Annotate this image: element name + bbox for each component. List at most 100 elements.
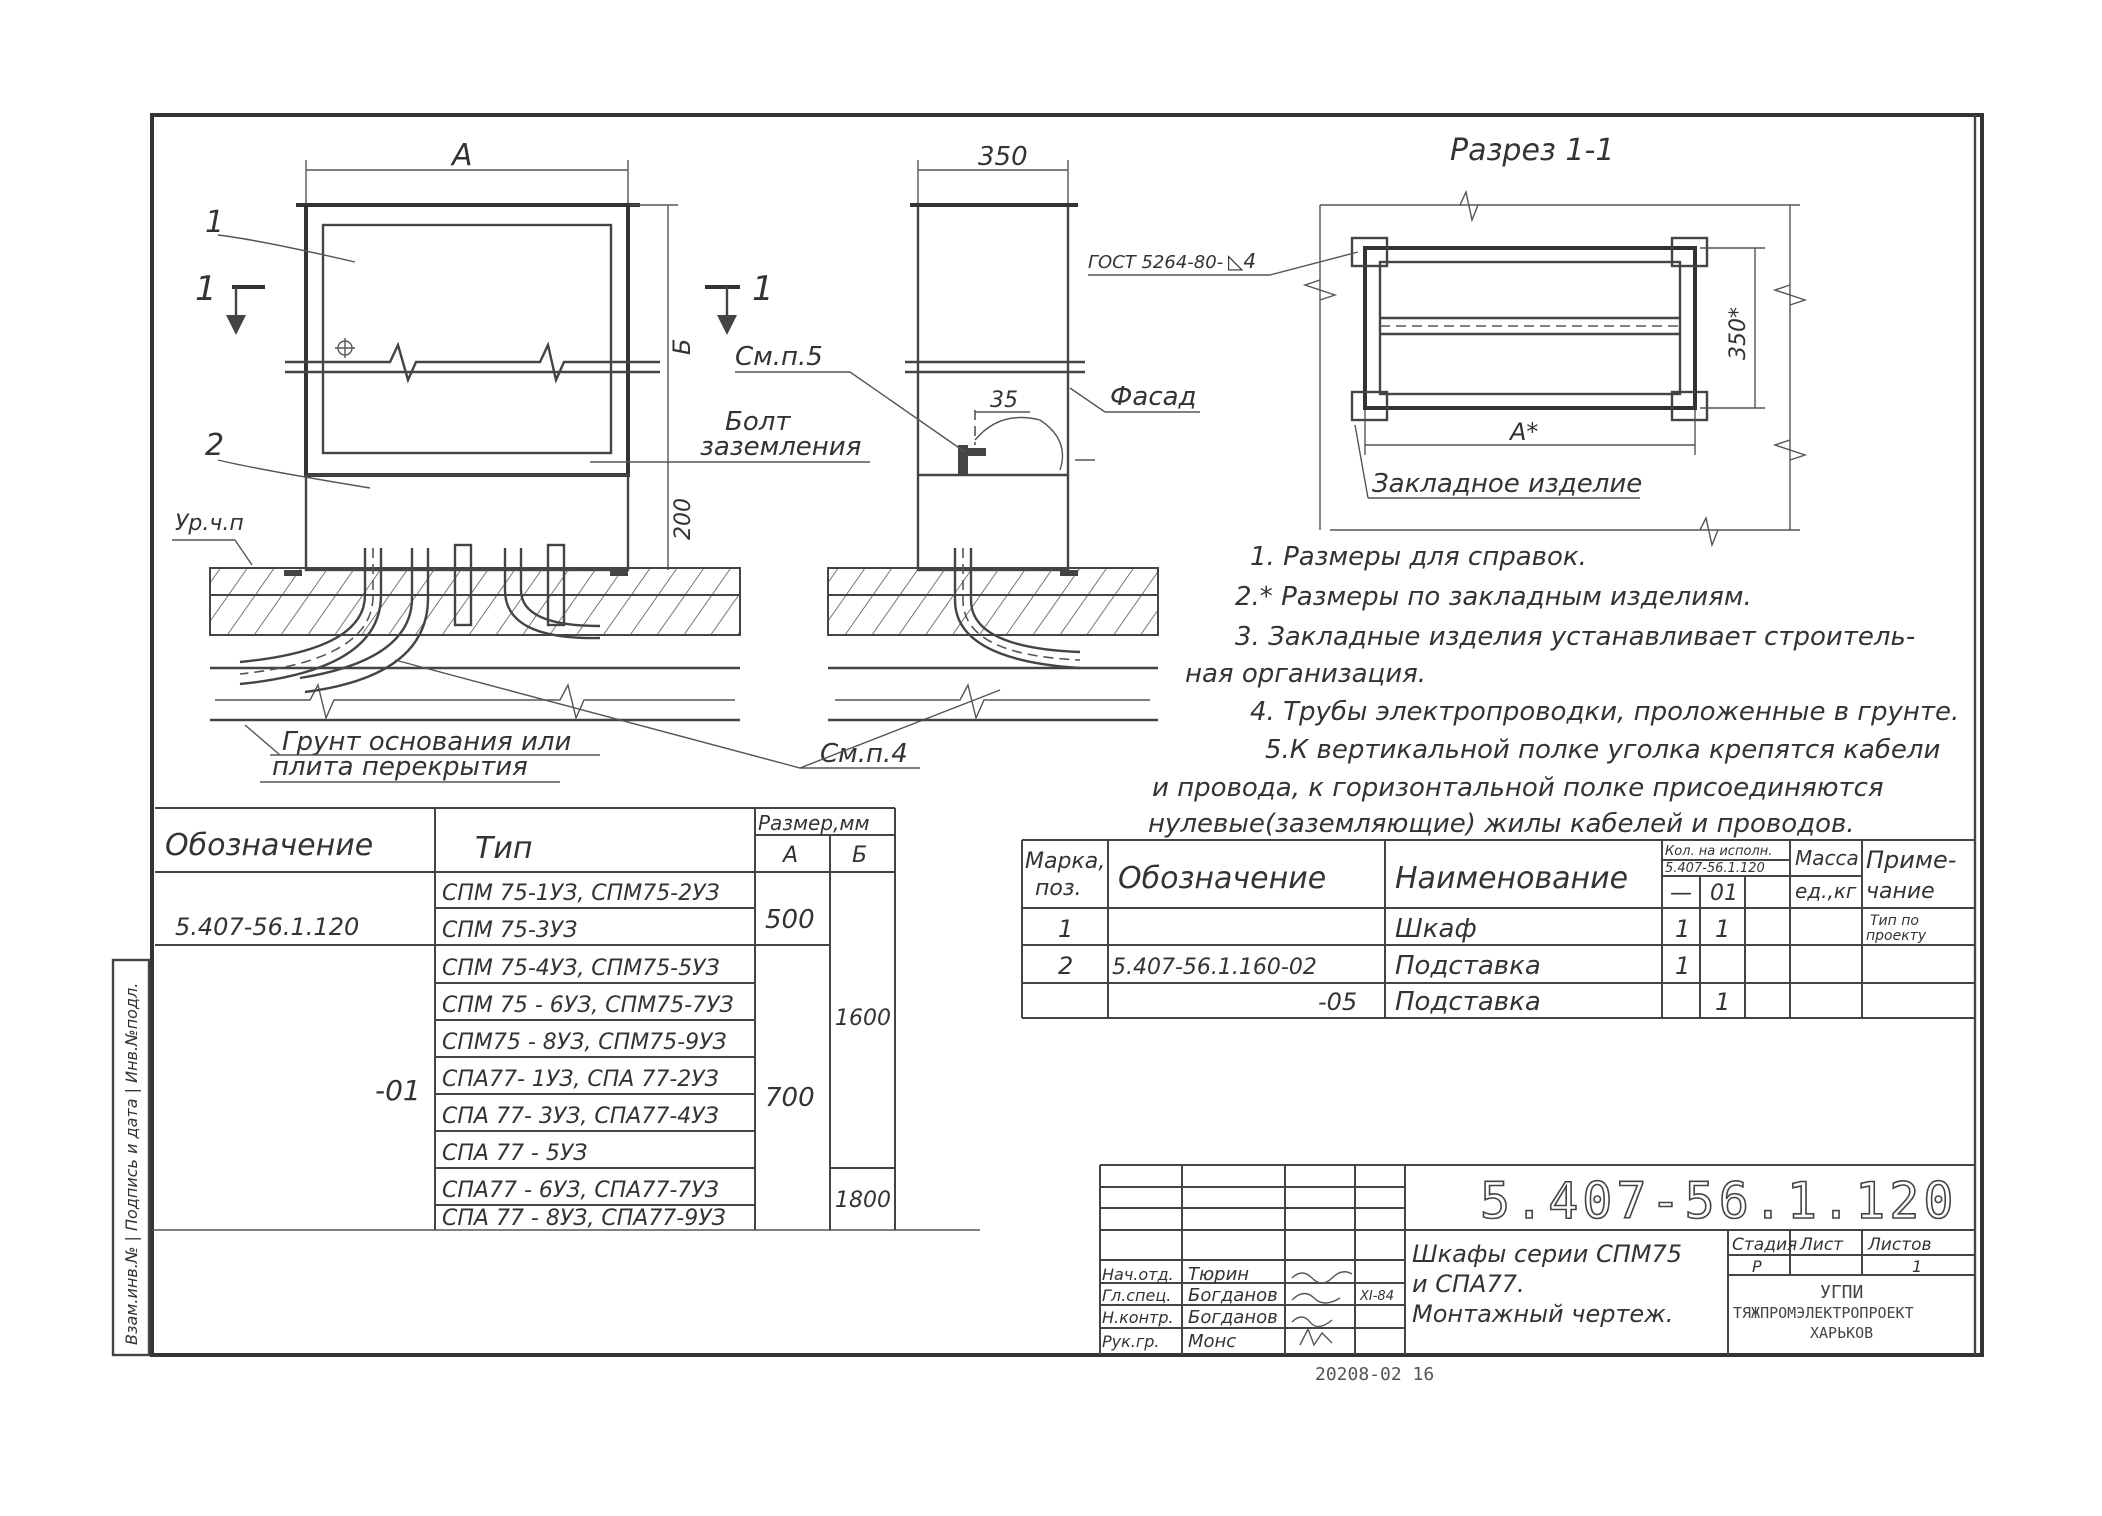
- soil-label-line2: плита перекрытия: [272, 752, 528, 782]
- person: Монс: [1188, 1331, 1236, 1352]
- spec-header-qty-01: 01: [1710, 881, 1738, 906]
- pos-1-label: 1: [205, 205, 224, 240]
- grounding-label: заземления: [700, 432, 861, 462]
- sheets-value: 1: [1912, 1257, 1922, 1276]
- note-5: 5.К вертикальной полке уголка крепятся к…: [1265, 735, 1940, 765]
- doc-title-line3: Монтажный чертеж.: [1412, 1300, 1673, 1328]
- spec-header-mass-1: Масса: [1795, 846, 1859, 870]
- doc-number: 5.407-56.1.120: [1480, 1172, 1957, 1230]
- dim-200-label: 200: [671, 498, 696, 540]
- dim-35-label: 35: [990, 388, 1018, 413]
- spec-header-mass-2: ед.,кг: [1795, 879, 1857, 903]
- spec-row-designation: -05: [1318, 988, 1357, 1016]
- doc-title-line2: и СПА77.: [1412, 1270, 1525, 1298]
- spec-table: Марка, поз. Обозначение Наименование Кол…: [1021, 839, 1975, 1019]
- see-p5-label: См.п.5: [735, 342, 823, 372]
- dim-350star-label: 350*: [1726, 307, 1751, 360]
- role: Гл.спец.: [1102, 1286, 1171, 1305]
- gost-label: ГОСТ 5264-80-: [1088, 252, 1223, 273]
- title-block: 5.407-56.1.120 Шкафы серии СПМ75 и СПА77…: [1099, 1164, 1975, 1355]
- pipes: [239, 543, 601, 694]
- spec-header-qty-1: Кол. на исполн.: [1665, 844, 1772, 859]
- types-row: СПМ 75-1УЗ, СПМ75-2УЗ: [442, 881, 720, 906]
- signature: [1291, 1292, 1341, 1304]
- role: Н.контр.: [1102, 1308, 1174, 1327]
- org-line2: ТЯЖПРОМЭЛЕКТРОПРОЕКТ: [1733, 1304, 1914, 1322]
- sheet-label: Лист: [1799, 1235, 1844, 1255]
- spec-row-designation: 5.407-56.1.160-02: [1112, 955, 1317, 980]
- types-header-type: Тип: [475, 831, 532, 866]
- types-b-1600: 1600: [835, 1006, 891, 1031]
- types-row: СПА 77- 3УЗ, СПА77-4УЗ: [442, 1104, 719, 1129]
- note-5-cont2: нулевые(заземляющие) жилы кабелей и пров…: [1148, 809, 1855, 839]
- spec-header-qty-dash: —: [1670, 881, 1692, 906]
- types-row: СПА77 - 6УЗ, СПА77-7УЗ: [442, 1178, 719, 1203]
- front-view: А Б 200 1 2 1 1 Болт за: [172, 138, 1001, 783]
- spec-row-mark: 1: [1058, 915, 1073, 943]
- spec-header-note-1: Приме-: [1866, 846, 1956, 874]
- types-table: Обозначение Тип Размер,мм А Б 5.407-56.1…: [155, 807, 896, 1231]
- org-line1: УГПИ: [1820, 1282, 1863, 1303]
- cut-mark-right: 1: [752, 269, 774, 309]
- types-row: СПА 77 - 8УЗ, СПА77-9УЗ: [442, 1206, 726, 1231]
- stage-value: Р: [1752, 1257, 1762, 1276]
- note-1: 1. Размеры для справок.: [1250, 542, 1587, 572]
- spec-row-note-2: проекту: [1866, 928, 1927, 944]
- types-header-size: Размер,мм: [758, 811, 870, 835]
- person: Тюрин: [1188, 1264, 1249, 1285]
- person: Богданов: [1188, 1307, 1278, 1328]
- types-b-1800: 1800: [835, 1188, 891, 1213]
- spec-row-name: Подставка: [1395, 951, 1541, 981]
- signature: [1299, 1327, 1333, 1347]
- weld-symbol: ◺4: [1228, 249, 1256, 273]
- org-line3: ХАРЬКОВ: [1810, 1324, 1873, 1342]
- embedded-item-label: Закладное изделие: [1372, 469, 1642, 499]
- spec-row-note-1: Тип по: [1870, 913, 1919, 929]
- types-row: СПА77- 1УЗ, СПА 77-2УЗ: [442, 1067, 719, 1092]
- types-header-designation: Обозначение: [165, 828, 373, 863]
- person: Богданов: [1188, 1285, 1278, 1306]
- types-designation-main: 5.407-56.1.120: [175, 913, 359, 941]
- soil-label-line1: Грунт основания или: [282, 727, 571, 757]
- spec-header-name: Наименование: [1395, 861, 1628, 896]
- role: Нач.отд.: [1102, 1265, 1174, 1284]
- dim-b-label: Б: [668, 339, 696, 355]
- spec-row-q1: 1: [1715, 915, 1730, 943]
- types-row: СПМ 75-4УЗ, СПМ75-5УЗ: [442, 956, 720, 981]
- note-2: 2.* Размеры по закладным изделиям.: [1235, 582, 1752, 612]
- spec-header-mark-1: Марка,: [1025, 849, 1105, 874]
- spec-row-q0: 1: [1675, 952, 1690, 980]
- facade-label: Фасад: [1110, 382, 1197, 412]
- stage-label: Стадия: [1732, 1235, 1797, 1255]
- spec-row-q0: 1: [1675, 915, 1690, 943]
- notes: 1. Размеры для справок. 2.* Размеры по з…: [1148, 542, 1959, 839]
- signature: [1291, 1271, 1353, 1284]
- section-1-1: Разрез 1-1 ГОСТ 5264-80- ◺4 350* А* Закл…: [1088, 133, 1808, 548]
- note-4: 4. Трубы электропроводки, проложенные в …: [1250, 697, 1959, 727]
- spec-row-name: Подставка: [1395, 987, 1541, 1017]
- types-designation-01: -01: [375, 1074, 421, 1107]
- spec-header-mark-2: поз.: [1035, 876, 1082, 901]
- drawing-frame: [150, 113, 1984, 1357]
- spec-row-mark: 2: [1058, 952, 1073, 980]
- spec-row-name: Шкаф: [1395, 914, 1477, 944]
- dim-350-label: 350: [978, 142, 1028, 172]
- types-row: СПМ 75-3УЗ: [442, 918, 577, 943]
- section-title: Разрез 1-1: [1450, 133, 1614, 168]
- spec-header-note-2: чание: [1866, 879, 1935, 904]
- pos-2-label: 2: [205, 428, 224, 463]
- bottom-code: 20208-02 16: [1315, 1364, 1434, 1385]
- side-view: 350 35 См.п.5 Фасад: [735, 142, 1200, 722]
- types-a-700: 700: [765, 1083, 815, 1113]
- dim-a-label: А: [450, 138, 473, 173]
- margin-stamp-text: Взам.инв.№ | Подпись и дата | Инв.№подл.: [122, 983, 141, 1345]
- level-label: Ур.ч.п: [175, 511, 244, 536]
- spec-row-q1: 1: [1715, 988, 1730, 1016]
- dim-astar-label: А*: [1508, 418, 1538, 446]
- types-row: СПМ 75 - 6УЗ, СПМ75-7УЗ: [442, 993, 734, 1018]
- sheets-label: Листов: [1867, 1235, 1932, 1255]
- types-row: СПМ75 - 8УЗ, СПМ75-9УЗ: [442, 1030, 727, 1055]
- role: Рук.гр.: [1102, 1332, 1160, 1351]
- doc-title-line1: Шкафы серии СПМ75: [1412, 1240, 1682, 1268]
